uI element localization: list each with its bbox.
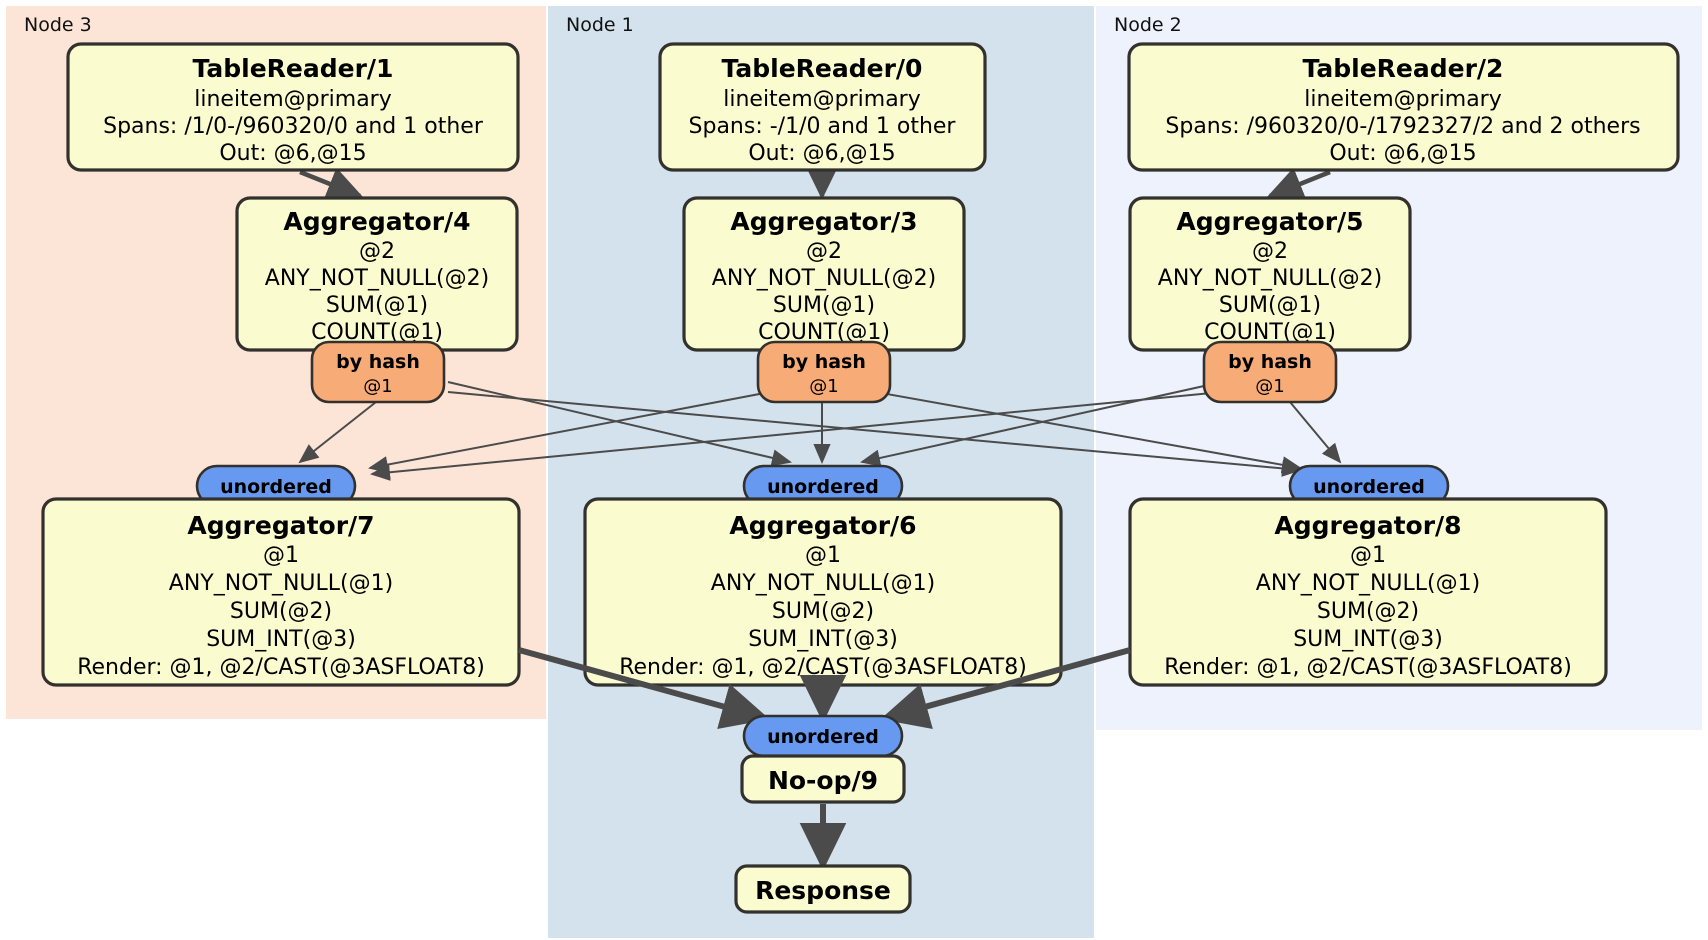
aggregator-7-line-1: ANY_NOT_NULL(@1) xyxy=(169,571,393,596)
aggregator-7-line-3: SUM_INT(@3) xyxy=(206,627,356,652)
panel-node1-label: Node 1 xyxy=(566,14,634,36)
hash-center-label: by hash xyxy=(782,351,866,373)
processor-aggregator-8[interactable]: Aggregator/8 @1 ANY_NOT_NULL(@1) SUM(@2)… xyxy=(1128,497,1608,687)
aggregator-3-line-1: ANY_NOT_NULL(@2) xyxy=(712,266,936,291)
edge-agg7-to-unordered-final xyxy=(518,647,770,730)
processor-noop-9[interactable]: No-op/9 xyxy=(740,754,906,804)
aggregator-5-title: Aggregator/5 xyxy=(1176,207,1363,236)
panel-node2-label: Node 2 xyxy=(1114,14,1182,36)
table-reader-0-line-1: Spans: -/1/0 and 1 other xyxy=(689,114,957,139)
aggregator-7-line-2: SUM(@2) xyxy=(230,599,332,624)
panel-node3-label: Node 3 xyxy=(24,14,92,36)
processor-aggregator-6[interactable]: Aggregator/6 @1 ANY_NOT_NULL(@1) SUM(@2)… xyxy=(583,497,1063,687)
hash-left-sub: @1 xyxy=(363,376,392,397)
aggregator-8-title: Aggregator/8 xyxy=(1274,511,1461,540)
input-sync-unordered-right[interactable]: unordered xyxy=(1288,464,1450,508)
table-reader-0-line-2: Out: @6,@15 xyxy=(748,141,895,166)
aggregator-6-line-0: @1 xyxy=(805,543,841,568)
aggregator-5-line-2: SUM(@1) xyxy=(1219,293,1321,318)
aggregator-5-line-0: @2 xyxy=(1252,239,1288,264)
processor-table-reader-1[interactable]: TableReader/1 lineitem@primary Spans: /1… xyxy=(66,42,520,172)
table-reader-0-line-0: lineitem@primary xyxy=(723,87,921,112)
processor-aggregator-3[interactable]: Aggregator/3 @2 ANY_NOT_NULL(@2) SUM(@1)… xyxy=(682,196,966,352)
aggregator-3-line-2: SUM(@1) xyxy=(773,293,875,318)
processor-aggregator-7[interactable]: Aggregator/7 @1 ANY_NOT_NULL(@1) SUM(@2)… xyxy=(41,497,521,687)
aggregator-7-line-0: @1 xyxy=(263,543,299,568)
aggregator-5-line-1: ANY_NOT_NULL(@2) xyxy=(1158,266,1382,291)
input-sync-unordered-center[interactable]: unordered xyxy=(742,464,904,508)
input-sync-unordered-final[interactable]: unordered xyxy=(742,714,904,758)
aggregator-4-line-2: SUM(@1) xyxy=(326,293,428,318)
table-reader-2-line-2: Out: @6,@15 xyxy=(1329,141,1476,166)
table-reader-2-line-1: Spans: /960320/0-/1792327/2 and 2 others xyxy=(1165,114,1640,139)
aggregator-3-title: Aggregator/3 xyxy=(730,207,917,236)
unordered-left-label: unordered xyxy=(220,476,332,498)
aggregator-8-line-2: SUM(@2) xyxy=(1317,599,1419,624)
aggregator-8-line-3: SUM_INT(@3) xyxy=(1293,627,1443,652)
output-router-hash-right[interactable]: by hash @1 xyxy=(1202,340,1338,404)
edge-hashR-to-unoL xyxy=(370,391,1223,481)
table-reader-2-line-0: lineitem@primary xyxy=(1304,87,1502,112)
hash-right-sub: @1 xyxy=(1255,376,1284,397)
aggregator-8-line-4: Render: @1, @2/CAST(@3ASFLOAT8) xyxy=(1164,655,1572,680)
edge-agg8-to-unordered-final xyxy=(880,647,1131,729)
edge-hashR-to-unoC xyxy=(860,381,1223,467)
edges-hash-shuffle xyxy=(298,381,1342,481)
edges-final-gather xyxy=(518,647,1131,730)
edge-hashL-to-unoC xyxy=(447,381,792,467)
aggregator-8-line-0: @1 xyxy=(1350,543,1386,568)
edge-hashC-to-unoR xyxy=(875,391,1302,474)
edge-hashR-to-unoR xyxy=(1289,401,1342,464)
processor-table-reader-2[interactable]: TableReader/2 lineitem@primary Spans: /9… xyxy=(1127,42,1680,172)
processor-aggregator-5[interactable]: Aggregator/5 @2 ANY_NOT_NULL(@2) SUM(@1)… xyxy=(1128,196,1412,352)
hash-center-sub: @1 xyxy=(809,376,838,397)
table-reader-1-line-2: Out: @6,@15 xyxy=(219,141,366,166)
edge-hashL-to-unoL xyxy=(298,401,377,464)
hash-left-label: by hash xyxy=(336,351,420,373)
edge-hashC-to-unoL xyxy=(368,391,771,474)
aggregator-6-line-2: SUM(@2) xyxy=(772,599,874,624)
aggregator-3-line-0: @2 xyxy=(806,239,842,264)
unordered-right-label: unordered xyxy=(1313,476,1425,498)
unordered-center-label: unordered xyxy=(767,476,879,498)
processor-aggregator-4[interactable]: Aggregator/4 @2 ANY_NOT_NULL(@2) SUM(@1)… xyxy=(235,196,519,352)
aggregator-6-line-3: SUM_INT(@3) xyxy=(748,627,898,652)
edges-reader-to-aggregator xyxy=(299,163,1331,201)
aggregator-7-line-4: Render: @1, @2/CAST(@3ASFLOAT8) xyxy=(77,655,485,680)
edge-tr1-to-agg4 xyxy=(299,167,364,201)
aggregator-6-title: Aggregator/6 xyxy=(729,511,916,540)
aggregator-8-line-1: ANY_NOT_NULL(@1) xyxy=(1256,571,1480,596)
processor-response[interactable]: Response xyxy=(734,864,912,914)
aggregator-4-line-0: @2 xyxy=(359,239,395,264)
aggregator-4-line-1: ANY_NOT_NULL(@2) xyxy=(265,266,489,291)
edge-tr2-to-agg5 xyxy=(1266,167,1331,201)
aggregator-4-title: Aggregator/4 xyxy=(283,207,470,236)
table-reader-2-title: TableReader/2 xyxy=(1303,54,1504,83)
table-reader-0-title: TableReader/0 xyxy=(722,54,923,83)
output-router-hash-left[interactable]: by hash @1 xyxy=(310,340,446,404)
table-reader-1-title: TableReader/1 xyxy=(193,54,394,83)
output-router-hash-center[interactable]: by hash @1 xyxy=(756,340,892,404)
noop-9-title: No-op/9 xyxy=(768,766,878,795)
aggregator-7-title: Aggregator/7 xyxy=(187,511,374,540)
table-reader-1-line-1: Spans: /1/0-/960320/0 and 1 other xyxy=(103,114,484,139)
hash-right-label: by hash xyxy=(1228,351,1312,373)
response-title: Response xyxy=(755,876,891,905)
aggregator-6-line-1: ANY_NOT_NULL(@1) xyxy=(711,571,935,596)
edge-hashL-to-unoR xyxy=(447,391,1302,477)
aggregator-6-line-4: Render: @1, @2/CAST(@3ASFLOAT8) xyxy=(619,655,1027,680)
processor-table-reader-0[interactable]: TableReader/0 lineitem@primary Spans: -/… xyxy=(658,42,987,172)
unordered-final-label: unordered xyxy=(767,726,879,748)
table-reader-1-line-0: lineitem@primary xyxy=(194,87,392,112)
